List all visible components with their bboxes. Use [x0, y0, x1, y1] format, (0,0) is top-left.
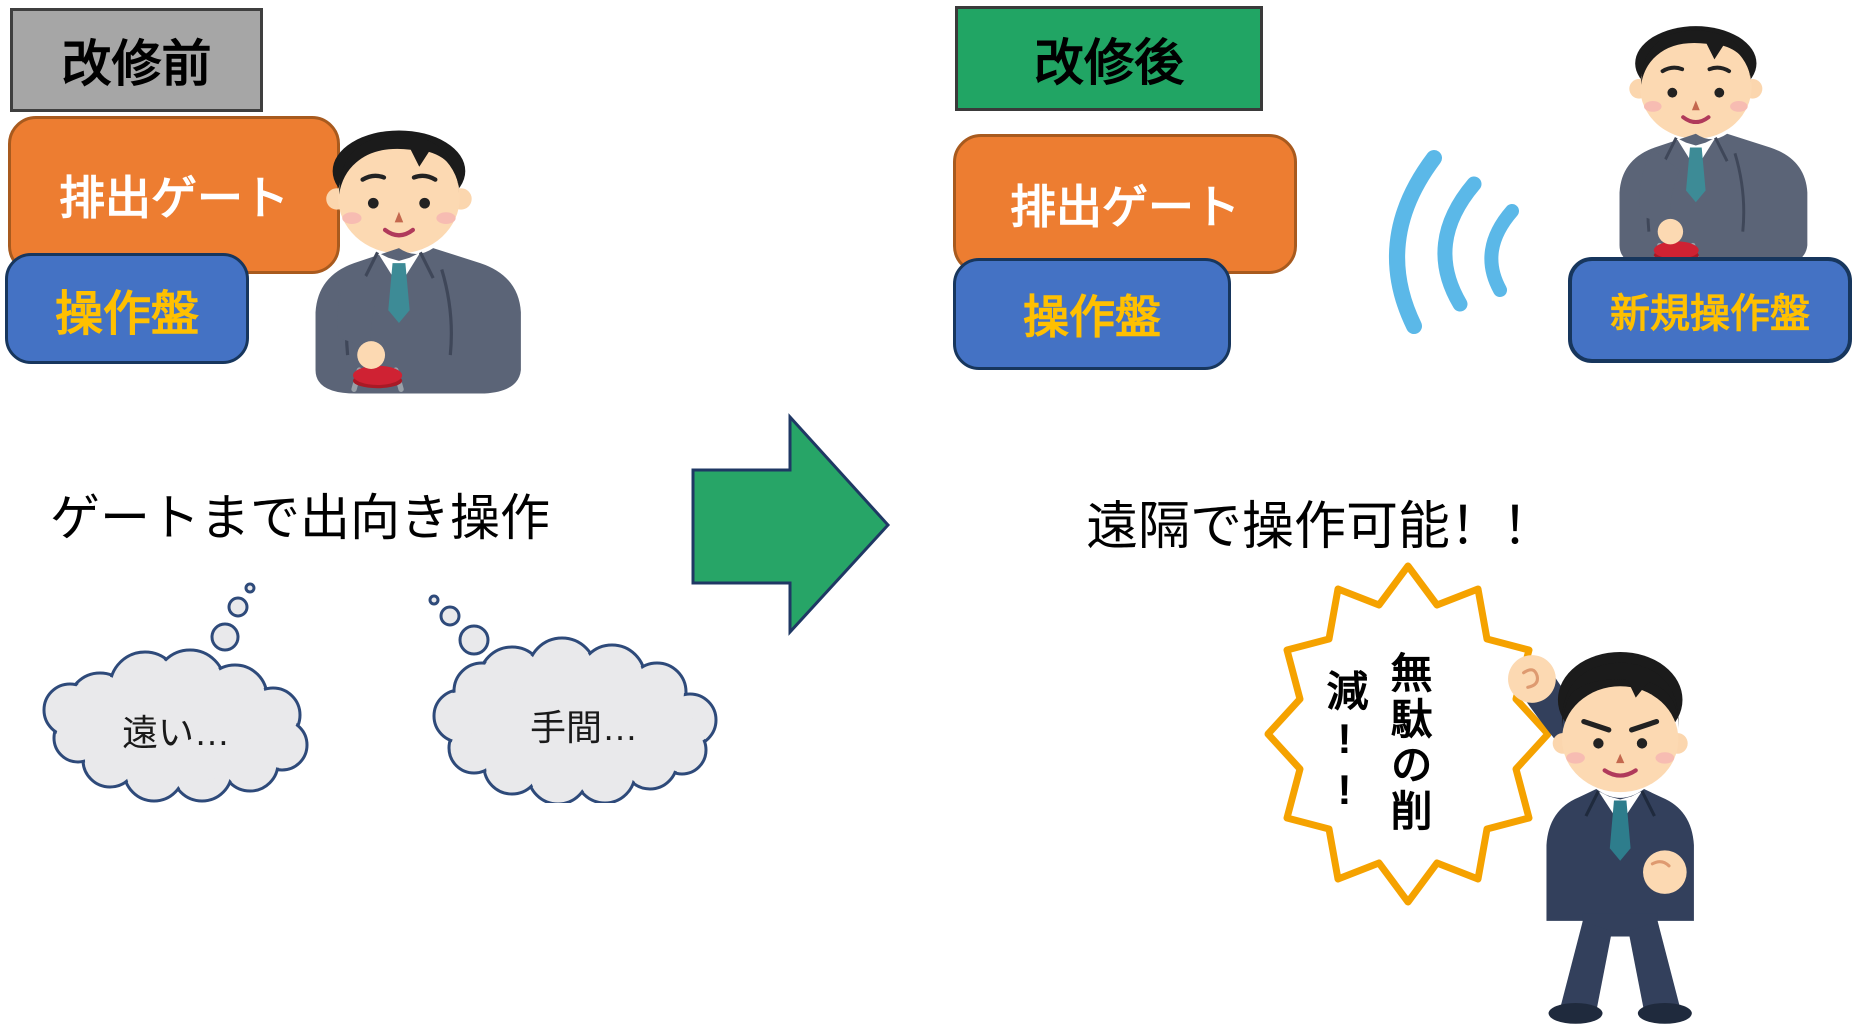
thought-hassle-label: 手間… [530, 707, 638, 748]
man-fist-pump [1480, 625, 1750, 1031]
before-caption: ゲートまで出向き操作 [50, 490, 550, 546]
man-pressing-button-right [1598, 24, 1823, 269]
new-panel-box: 新規操作盤 [1568, 257, 1852, 363]
burst-bubble [1264, 562, 1552, 906]
thought-cloud-far: 遠い… [42, 582, 309, 803]
thought-cloud-hassle: 手間… [428, 594, 718, 803]
after-caption: 遠隔で操作可能！！ [1086, 498, 1555, 556]
after-header: 改修後 [955, 6, 1263, 111]
right-arrow-icon [691, 413, 891, 636]
before-header: 改修前 [10, 8, 263, 112]
before-panel-box: 操作盤 [5, 253, 249, 364]
man-pressing-button-left [292, 128, 538, 396]
after-panel-box: 操作盤 [953, 258, 1231, 370]
wireless-signal-icon [1389, 150, 1519, 334]
thought-far-label: 遠い… [122, 712, 230, 753]
after-gate-box: 排出ゲート [953, 134, 1297, 274]
burst-label: 無駄の削減!! [1321, 651, 1432, 835]
before-gate-box: 排出ゲート [8, 116, 340, 274]
